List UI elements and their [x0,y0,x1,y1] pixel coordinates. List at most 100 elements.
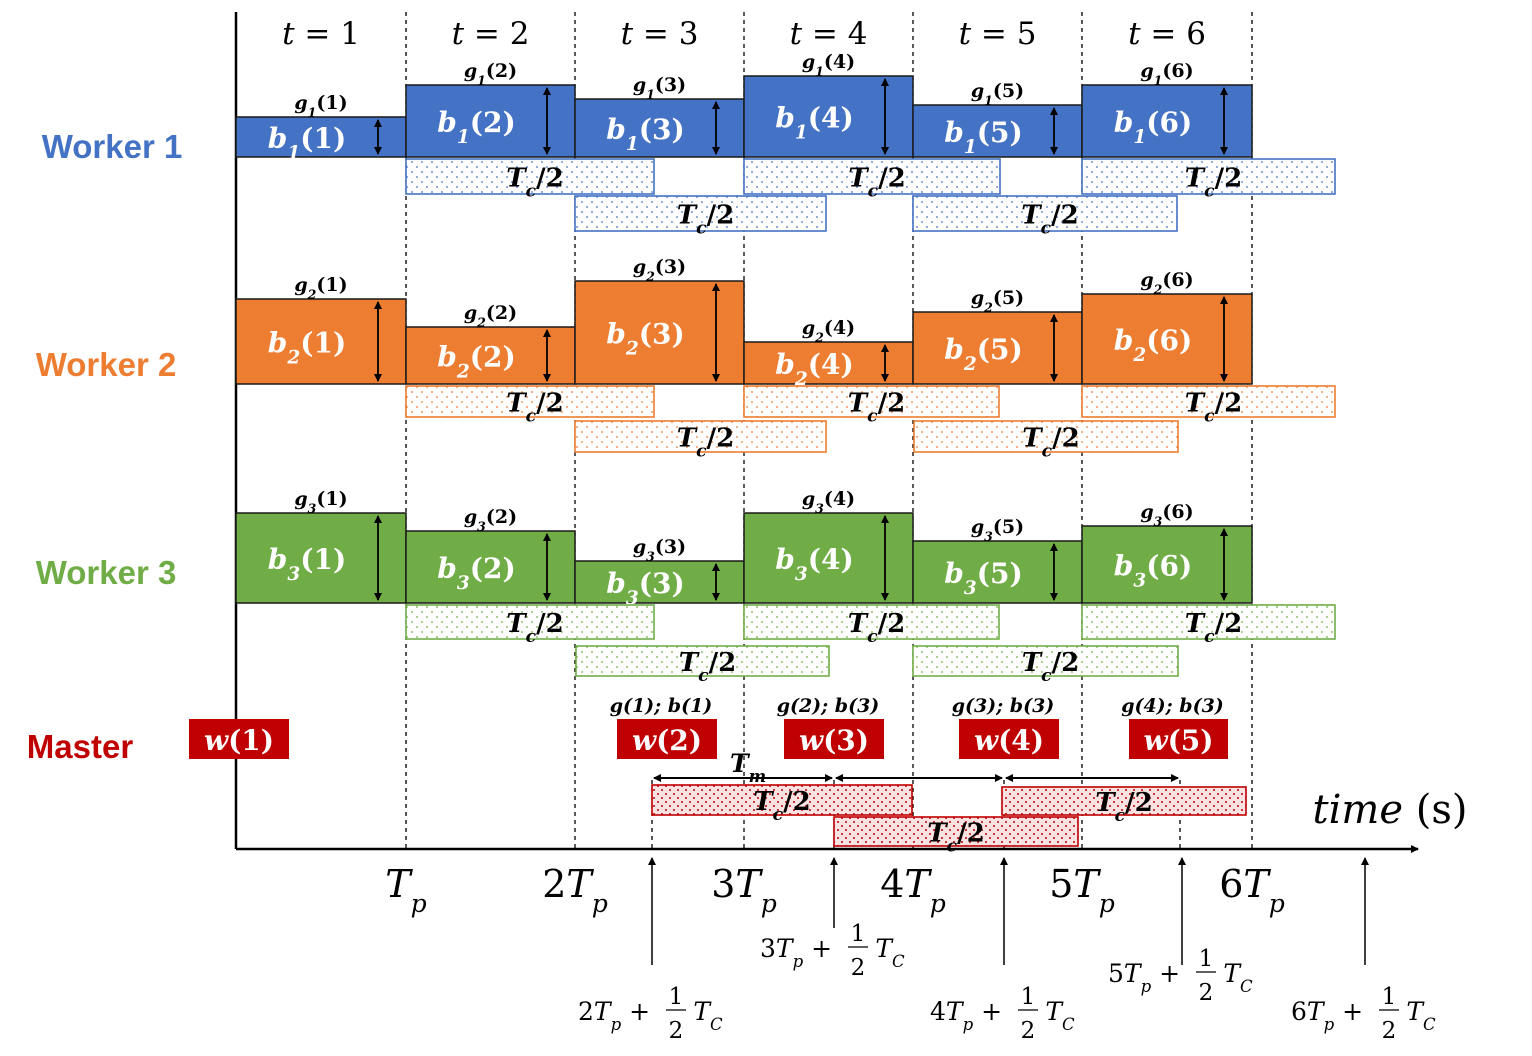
gradient-label: g3(5) [971,516,1024,544]
comm-box [405,385,655,418]
block-label: b1(3) [606,113,684,155]
fraction-denominator: 2 [1199,980,1214,1006]
fraction-numerator: 1 [851,921,866,947]
time-header: t = 6 [1128,16,1206,52]
worker-label: Worker 3 [36,554,177,591]
fraction-denominator: 2 [1021,1018,1036,1044]
comm-label: Tc/2 [1022,424,1079,462]
fraction-denominator: 2 [669,1018,684,1044]
marker-label: 2Tp + [578,997,650,1034]
comm-label: Tc/2 [1185,609,1242,647]
fraction-numerator: 1 [1382,984,1397,1010]
gradient-label: g3(3) [633,536,686,564]
tm-label: Tm [730,749,766,786]
comm-box [912,645,1179,677]
comm-box [743,158,1001,195]
comm-box [913,420,1179,453]
axis-tick-label: 2Tp [542,862,608,918]
marker-tc: TC [693,997,723,1034]
fraction-numerator: 1 [669,984,684,1010]
update-box [1129,719,1228,759]
update-box [189,719,289,759]
comm-label: Tc/2 [677,424,734,462]
block-label: b1(6) [1114,106,1192,148]
comm-box [912,195,1178,232]
comm-label: Tc/2 [848,389,905,427]
marker-label: 4Tp + [930,997,1002,1034]
gradient-label: g2(2) [464,302,517,330]
time-header: t = 3 [621,16,699,52]
fraction-denominator: 2 [1382,1018,1397,1044]
comm-label: Tc/2 [1021,201,1078,239]
gradient-label: g3(4) [802,488,855,516]
fraction-numerator: 1 [1199,946,1214,972]
update-caption: g(3); b(3) [952,695,1055,717]
axis-label: time (s) [1313,787,1468,833]
gradient-label: g2(3) [633,256,686,284]
update-caption: g(4); b(3) [1121,695,1224,717]
master-comm-box [1001,786,1247,816]
block-label: b2(1) [268,327,346,369]
worker-label: Worker 2 [36,346,177,383]
gradient-label: g1(2) [464,60,517,88]
gradient-label: g1(3) [633,74,686,102]
gradient-label: g1(5) [971,80,1024,108]
marker-tc: TC [1406,997,1436,1034]
gradient-label: g2(1) [294,274,347,302]
update-caption: g(2); b(3) [777,695,880,717]
gradient-label: g1(4) [802,51,855,79]
master-comm-label: Tc/2 [753,787,810,825]
time-header: t = 5 [959,16,1037,52]
comm-label: Tc/2 [679,648,736,686]
update-label: w(2) [632,724,702,757]
worker-label: Worker 1 [42,128,183,165]
gradient-label: g2(4) [802,317,855,345]
gradient-label: g2(5) [971,287,1024,315]
comm-box [574,195,827,232]
comm-label: Tc/2 [506,164,563,202]
comm-box [1081,158,1336,195]
block-label: b3(5) [944,557,1022,599]
comm-label: Tc/2 [506,609,563,647]
marker-label: 5Tp + [1108,959,1180,996]
update-label: w(3) [799,724,869,757]
fraction-denominator: 2 [851,955,866,981]
update-box [959,719,1059,759]
comm-box [574,420,827,453]
comm-box [405,604,655,640]
axis-tick-label: 5Tp [1049,862,1115,918]
gradient-label: g1(6) [1140,60,1193,88]
marker-label: 3Tp + [760,934,832,971]
block-label: b2(5) [944,333,1022,375]
comm-box [405,158,655,195]
marker-tc: TC [1223,959,1253,996]
block-label: b2(4) [775,348,853,390]
update-box [784,719,884,759]
master-comm-box [833,816,1079,847]
marker-tc: TC [875,934,905,971]
comm-label: Tc/2 [848,609,905,647]
block-label: b3(2) [437,552,515,594]
comm-box [1081,385,1336,418]
marker-label: 6Tp + [1291,997,1363,1034]
block-label: b3(4) [775,543,853,585]
block-label: b1(1) [268,122,346,164]
comm-label: Tc/2 [1022,648,1079,686]
block-label: b3(3) [606,567,684,609]
block-label: b1(5) [944,116,1022,158]
master-comm-label: Tc/2 [927,819,984,857]
update-label: w(1) [204,724,274,757]
comm-label: Tc/2 [677,201,734,239]
time-header: t = 1 [282,16,360,52]
update-label: w(5) [1143,724,1213,757]
master-comm-box [651,784,913,816]
block-label: b3(1) [268,543,346,585]
comm-label: Tc/2 [848,164,905,202]
block-label: b3(6) [1114,550,1192,592]
gradient-label: g1(1) [294,92,347,120]
block-label: b1(2) [437,106,515,148]
block-label: b2(2) [437,341,515,383]
axis-tick-label: 3Tp [711,862,777,918]
master-comm-label: Tc/2 [1095,788,1152,826]
